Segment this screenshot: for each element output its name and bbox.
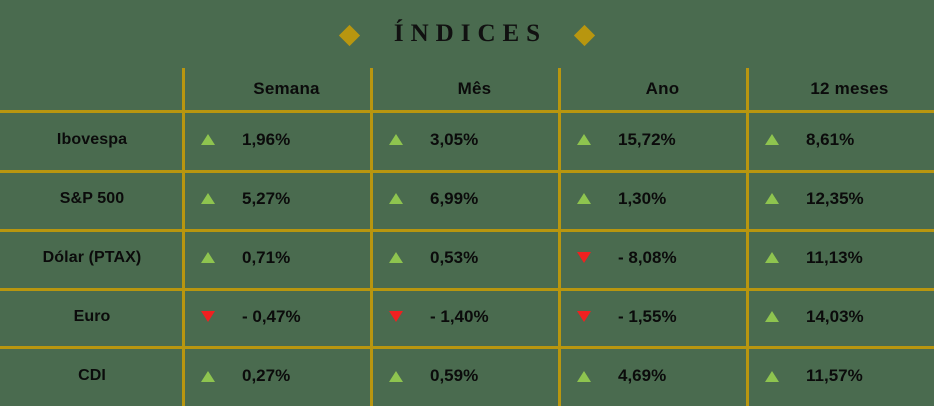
value-cell: 14,03% (748, 287, 934, 346)
value-cell: 15,72% (560, 110, 748, 169)
grid-hline (0, 346, 934, 349)
triangle-up-icon (765, 134, 779, 145)
diamond-icon-right (573, 24, 596, 46)
column-header-label: Ano (645, 79, 680, 98)
value-text: 11,13% (806, 247, 863, 267)
value-cell: 6,99% (372, 169, 560, 228)
table-row: Ibovespa 1,96% 3,05% 15,72% 8,61% (0, 110, 934, 169)
triangle-up-icon (765, 193, 779, 204)
value-cell: - 8,08% (560, 228, 748, 287)
grid-hline (0, 288, 934, 291)
value-cell: - 0,47% (184, 287, 372, 346)
row-label: S&P 500 (59, 189, 125, 207)
triangle-up-icon (765, 252, 779, 263)
table-row: Euro - 0,47% - 1,40% - 1,55% 14,03% (0, 287, 934, 346)
value-text: 12,35% (806, 188, 864, 208)
column-header-label: Mês (457, 79, 492, 98)
value-text: 3,05% (430, 129, 479, 149)
value-text: - 1,40% (430, 306, 489, 326)
value-text: 6,99% (430, 188, 479, 208)
page-title: ÍNDICES (393, 20, 548, 47)
triangle-up-icon (201, 370, 215, 382)
table-row: Dólar (PTAX) 0,71% 0,53% - 8,08% 11,13% (0, 228, 934, 287)
value-text: 15,72% (618, 129, 676, 149)
triangle-down-icon (577, 252, 591, 263)
row-label-cell: Euro (0, 287, 184, 346)
value-cell: 11,13% (748, 228, 934, 287)
row-label-cell: S&P 500 (0, 169, 184, 228)
value-cell: 0,53% (372, 228, 560, 287)
value-text: 1,96% (242, 129, 291, 149)
column-header-semana: Semana (184, 68, 372, 110)
grid-vline (558, 68, 561, 406)
indices-table: Semana Mês Ano 12 meses Ibovespa 1,96% 3,0… (0, 68, 934, 406)
value-text: - 1,55% (618, 306, 677, 326)
value-text: 5,27% (242, 188, 291, 208)
column-header-mes: Mês (372, 68, 560, 110)
title-bar: ÍNDICES (0, 0, 934, 68)
triangle-up-icon (389, 193, 403, 204)
column-header-12-meses: 12 meses (748, 68, 934, 110)
diamond-icon-left (338, 24, 360, 46)
triangle-up-icon (765, 311, 779, 322)
value-text: 0,71% (242, 247, 291, 267)
triangle-up-icon (389, 252, 403, 263)
column-header-index (0, 68, 184, 110)
table-row: S&P 500 5,27% 6,99% 1,30% 12,35% (0, 169, 934, 228)
value-text: 8,61% (806, 129, 855, 149)
value-text: - 0,47% (242, 306, 301, 326)
row-label: Ibovespa (56, 130, 128, 148)
triangle-down-icon (201, 311, 215, 322)
column-header-label: Semana (253, 79, 320, 98)
value-cell: 8,61% (748, 110, 934, 169)
value-cell: 4,69% (560, 346, 748, 406)
value-text: 1,30% (618, 188, 667, 208)
triangle-up-icon (765, 370, 779, 382)
value-text: 4,69% (618, 366, 667, 385)
value-text: 0,59% (430, 366, 479, 385)
value-cell: 0,59% (372, 346, 560, 406)
value-cell: 5,27% (184, 169, 372, 228)
triangle-up-icon (577, 370, 591, 382)
grid-vline (182, 68, 185, 406)
row-label-cell: Ibovespa (0, 110, 184, 169)
row-label-cell: Dólar (PTAX) (0, 228, 184, 287)
value-cell: 0,27% (184, 346, 372, 406)
triangle-up-icon (201, 252, 215, 263)
row-label-cell: CDI (0, 346, 184, 406)
column-header-label: 12 meses (810, 79, 889, 98)
grid-hline (0, 170, 934, 173)
value-text: - 8,08% (618, 247, 677, 267)
grid-vline (746, 68, 749, 406)
table-header-row: Semana Mês Ano 12 meses (0, 68, 934, 110)
value-text: 14,03% (806, 306, 864, 326)
table-row: CDI 0,27% 0,59% 4,69% 11,57% (0, 346, 934, 406)
triangle-down-icon (577, 311, 591, 322)
value-cell: 1,30% (560, 169, 748, 228)
value-cell: 11,57% (748, 346, 934, 406)
row-label: CDI (78, 367, 106, 384)
value-text: 11,57% (806, 366, 863, 385)
triangle-up-icon (577, 134, 591, 145)
triangle-up-icon (389, 370, 403, 382)
value-cell: 12,35% (748, 169, 934, 228)
row-label: Dólar (PTAX) (42, 248, 142, 266)
grid-hline (0, 229, 934, 232)
value-cell: 0,71% (184, 228, 372, 287)
triangle-up-icon (389, 134, 403, 145)
triangle-up-icon (577, 193, 591, 204)
triangle-down-icon (389, 311, 403, 322)
row-label: Euro (73, 307, 111, 325)
column-header-ano: Ano (560, 68, 748, 110)
grid-vline (370, 68, 373, 406)
value-cell: - 1,55% (560, 287, 748, 346)
value-cell: 3,05% (372, 110, 560, 169)
triangle-up-icon (201, 134, 215, 145)
value-cell: 1,96% (184, 110, 372, 169)
value-text: 0,27% (242, 366, 291, 385)
grid-hline (0, 110, 934, 113)
value-text: 0,53% (430, 247, 479, 267)
value-cell: - 1,40% (372, 287, 560, 346)
triangle-up-icon (201, 193, 215, 204)
